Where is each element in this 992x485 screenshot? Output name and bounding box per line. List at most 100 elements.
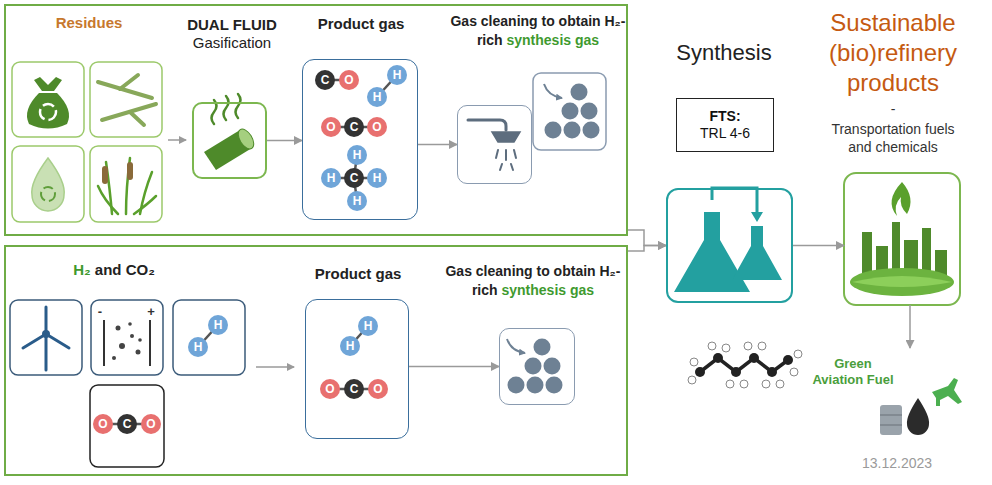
- spheres-icon: [507, 339, 563, 394]
- flow-arrow: [628, 246, 666, 252]
- text-group: Green Aviation Fuel: [808, 356, 898, 388]
- reeds-icon: [127, 162, 133, 180]
- atom-symbol: C: [344, 117, 364, 137]
- branches-icon: [98, 75, 156, 125]
- gasifier-log-icon: [204, 94, 257, 170]
- synthesis-flask-icon: [732, 226, 782, 280]
- flow-arrow: [267, 140, 302, 142]
- electrolyzer-icon: [149, 320, 151, 366]
- waste-bag-icon: [40, 104, 56, 120]
- gasifier-log-icon: [235, 126, 257, 151]
- branches-icon: [130, 112, 144, 125]
- electrolyzer-icon: [112, 356, 116, 360]
- process-panel: ResiduesDUAL FLUIDGasificationProduct ga…: [4, 4, 628, 236]
- polarity-sign: -: [98, 304, 102, 319]
- residue-icon-boxes: [90, 62, 162, 137]
- aviation-fuel-icon: [932, 378, 962, 406]
- flow-arrow: [628, 230, 666, 246]
- hydrocarbon-molecule-icon: [688, 342, 802, 388]
- text-group: FTS:TRL 4-6: [677, 99, 773, 151]
- text-group: Gas cleaning to obtain H₂-richsynthesis …: [443, 261, 623, 299]
- shower-icon: [492, 132, 520, 142]
- atom-symbol: O: [141, 414, 161, 434]
- atom-symbol: O: [320, 379, 340, 399]
- energy-icon-boxes: [10, 300, 245, 467]
- hydrocarbon-molecule-icon: [790, 368, 798, 376]
- process-panel: H₂and CO₂ Product gas Gas cleaning to obta…: [4, 245, 628, 476]
- reeds-icon: [134, 196, 156, 214]
- wind-turbine-icon: [44, 332, 49, 337]
- spheres-box: [507, 73, 606, 394]
- process-arrow: [168, 139, 186, 141]
- synthesis-flask-icon: [674, 188, 782, 292]
- hydrocarbon-molecule-icon: [731, 367, 741, 377]
- hydrocarbon-molecule-icon: [688, 342, 802, 388]
- electrolyzer-icon: [104, 320, 150, 366]
- electrolyzer-icon: [112, 322, 142, 360]
- text-group: Synthesis: [644, 40, 804, 66]
- waste-bag-icon: [27, 77, 69, 129]
- product-label: Green Aviation Fuel: [808, 356, 898, 388]
- spheres-icon: [544, 84, 600, 139]
- polarity-sign: +: [147, 304, 155, 319]
- electrolyzer-icon: [136, 350, 141, 355]
- hydrocarbon-molecule-icon: [740, 380, 748, 388]
- atom-symbol: O: [367, 117, 387, 137]
- text-group: Product gas: [293, 265, 423, 283]
- gas-cleaning-box: Gas cleaning to obtain H₂-richsynthesis …: [457, 105, 532, 184]
- atom-symbol: H: [367, 87, 387, 107]
- shower-icon: [468, 120, 506, 130]
- text-group: DUAL FLUIDGasification: [172, 16, 292, 52]
- synthesis-flask-icon: [751, 212, 763, 222]
- atom-symbol: H: [188, 337, 208, 357]
- atom-symbol: O: [368, 379, 388, 399]
- electrolyzer-icon: [130, 334, 134, 338]
- process-name: FTS:: [709, 108, 740, 125]
- hydrocarbon-molecule-icon: [744, 342, 752, 350]
- atom-symbol: O: [321, 117, 341, 137]
- wind-turbine-icon: [46, 334, 69, 348]
- heading-text: Sustainable (bio)refinery products: [800, 8, 986, 98]
- text-group: Product gas: [299, 15, 423, 33]
- reeds-icon: [102, 166, 108, 184]
- energy-icon-boxes: [173, 300, 245, 375]
- refinery-icon: [844, 173, 960, 305]
- product-gas-box: Product gas: [305, 299, 409, 439]
- gasifier-log-icon: [224, 96, 229, 120]
- branches-icon: [120, 75, 138, 89]
- heading-text: and CO₂: [95, 261, 155, 278]
- aviation-fuel-icon: [907, 398, 929, 435]
- flow-arrow: [909, 305, 911, 348]
- waste-bag-icon: [27, 93, 69, 129]
- hydrocarbon-molecule-icon: [722, 344, 730, 352]
- reeds-icon: [98, 186, 118, 214]
- hydrocarbon-molecule-icon: [767, 367, 777, 377]
- reeds-icon: [98, 158, 156, 214]
- atom-symbol: O: [93, 414, 113, 434]
- atom-symbol: C: [344, 379, 364, 399]
- gasification-box: DUAL FLUIDGasification: [192, 102, 267, 179]
- heading-text: Product gas: [299, 15, 423, 33]
- refinery-box: Sustainable (bio)refinery products-Trans…: [844, 173, 960, 305]
- hydrocarbon-molecule-icon: [695, 353, 793, 377]
- wind-turbine-icon: [45, 307, 48, 334]
- atom-symbol: H: [347, 145, 367, 165]
- hydrocarbon-molecule-icon: [713, 353, 723, 363]
- hydrocarbon-molecule-icon: [776, 380, 784, 388]
- heading-text: Synthesis: [644, 40, 804, 66]
- synthesis-box: Synthesis: [666, 188, 793, 303]
- electrolyzer-icon: [138, 338, 142, 342]
- atom-symbol: H: [208, 315, 228, 335]
- atom-symbol: H: [367, 168, 387, 188]
- gasifier-log-icon: [236, 94, 241, 118]
- process-arrow: [168, 140, 294, 367]
- text-group: H₂and CO₂: [14, 260, 214, 279]
- flow-arrow: [409, 366, 499, 368]
- atom-symbol: H: [340, 336, 360, 356]
- refinery-icon: [892, 182, 911, 216]
- liquid-drop-icon: [41, 187, 55, 201]
- shower-icon: [468, 120, 520, 170]
- hydrocarbon-molecule-icon: [762, 380, 770, 388]
